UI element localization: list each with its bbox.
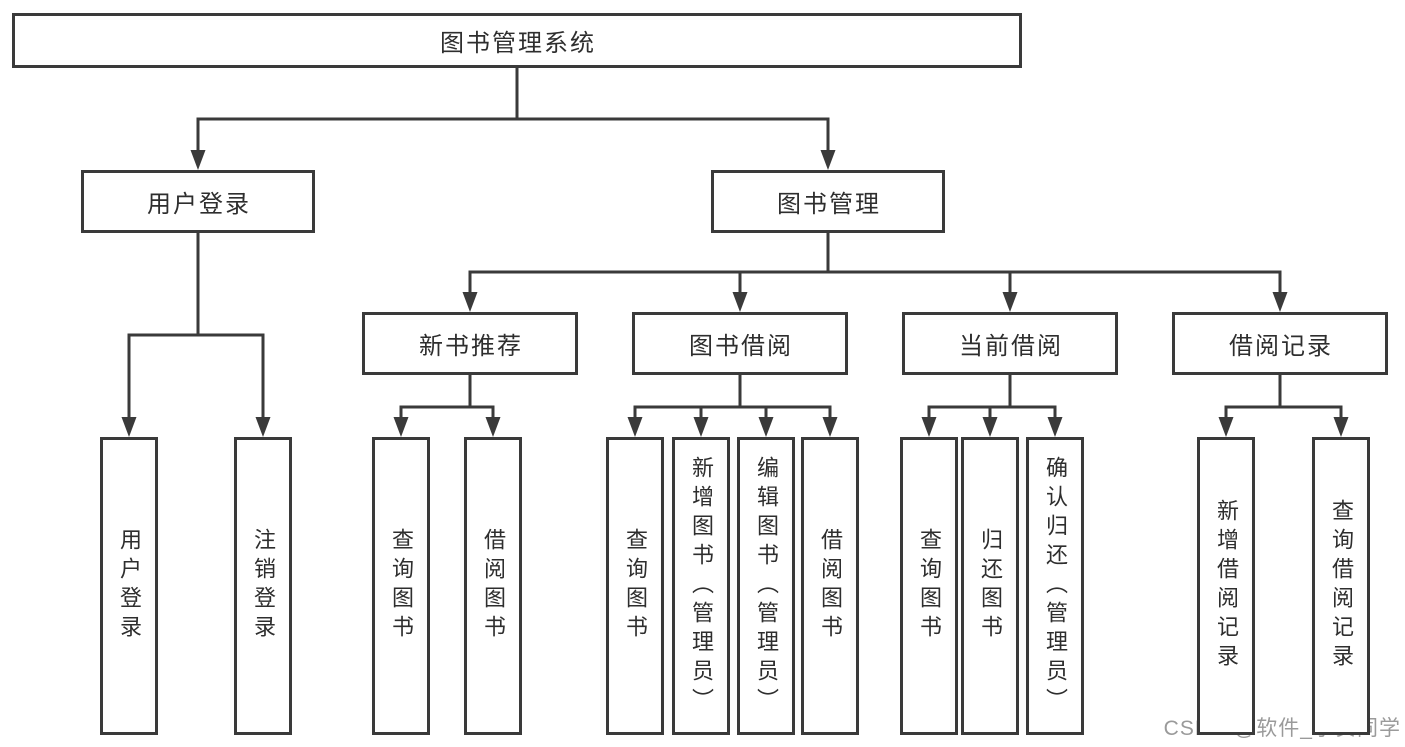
arrowhead-edit-books-admin [758, 417, 774, 437]
arrowhead-book-borrowing [732, 292, 748, 312]
node-query-books-current: 查询图书 [900, 437, 958, 735]
node-label-borrowing-records: 借阅记录 [1229, 333, 1333, 360]
node-label-borrow-books-recommend: 借阅图书 [481, 528, 506, 644]
node-label-book-borrowing: 图书借阅 [689, 333, 793, 360]
node-label-leaf-user-login: 用户登录 [117, 528, 142, 644]
node-label-query-books-current: 查询图书 [917, 528, 942, 644]
arrowhead-borrow-books-borrowing [822, 417, 838, 437]
arrowhead-user-login [190, 150, 206, 170]
node-book-borrowing: 图书借阅 [632, 312, 848, 375]
node-edit-books-admin: 编辑图书（管理员） [737, 437, 795, 735]
arrowhead-leaf-user-login [121, 417, 137, 437]
arrowhead-query-borrow-record [1333, 417, 1349, 437]
node-label-root: 图书管理系统 [440, 30, 596, 57]
arrowhead-query-books-recommend [393, 417, 409, 437]
node-label-user-login: 用户登录 [147, 191, 251, 218]
node-label-borrow-books-borrowing: 借阅图书 [818, 528, 843, 644]
arrowhead-query-books-current [921, 417, 937, 437]
arrowhead-confirm-return-admin [1047, 417, 1063, 437]
node-label-query-books-recommend: 查询图书 [389, 528, 414, 644]
node-label-return-books: 归还图书 [978, 528, 1003, 644]
arrowhead-new-book-recommend [462, 292, 478, 312]
node-new-book-recommend: 新书推荐 [362, 312, 578, 375]
node-label-new-book-recommend: 新书推荐 [419, 333, 523, 360]
node-leaf-logout: 注销登录 [234, 437, 292, 735]
node-label-query-borrow-record: 查询借阅记录 [1329, 499, 1354, 673]
node-label-add-books-admin: 新增图书（管理员） [689, 455, 714, 717]
node-borrowing-records: 借阅记录 [1172, 312, 1388, 375]
node-add-borrow-record: 新增借阅记录 [1197, 437, 1255, 735]
node-label-leaf-logout: 注销登录 [251, 528, 276, 644]
node-borrow-books-recommend: 借阅图书 [464, 437, 522, 735]
arrowhead-borrowing-records [1272, 292, 1288, 312]
node-borrow-books-borrowing: 借阅图书 [801, 437, 859, 735]
node-add-books-admin: 新增图书（管理员） [672, 437, 730, 735]
arrowhead-borrow-books-recommend [485, 417, 501, 437]
node-label-add-borrow-record: 新增借阅记录 [1214, 499, 1239, 673]
node-current-borrowing: 当前借阅 [902, 312, 1118, 375]
node-label-query-books-borrowing: 查询图书 [623, 528, 648, 644]
node-leaf-user-login: 用户登录 [100, 437, 158, 735]
node-root: 图书管理系统 [12, 13, 1022, 68]
arrowhead-current-borrowing [1002, 292, 1018, 312]
node-label-confirm-return-admin: 确认归还（管理员） [1043, 455, 1068, 717]
node-return-books: 归还图书 [961, 437, 1019, 735]
node-label-edit-books-admin: 编辑图书（管理员） [754, 455, 779, 717]
node-confirm-return-admin: 确认归还（管理员） [1026, 437, 1084, 735]
arrowhead-add-borrow-record [1218, 417, 1234, 437]
node-query-books-recommend: 查询图书 [372, 437, 430, 735]
arrowhead-book-management [820, 150, 836, 170]
arrowhead-add-books-admin [693, 417, 709, 437]
node-book-management: 图书管理 [711, 170, 945, 233]
node-query-books-borrowing: 查询图书 [606, 437, 664, 735]
node-user-login: 用户登录 [81, 170, 315, 233]
arrowhead-query-books-borrowing [627, 417, 643, 437]
node-label-current-borrowing: 当前借阅 [959, 333, 1063, 360]
node-label-book-management: 图书管理 [777, 191, 881, 218]
arrowhead-return-books [982, 417, 998, 437]
node-query-borrow-record: 查询借阅记录 [1312, 437, 1370, 735]
arrowhead-leaf-logout [255, 417, 271, 437]
